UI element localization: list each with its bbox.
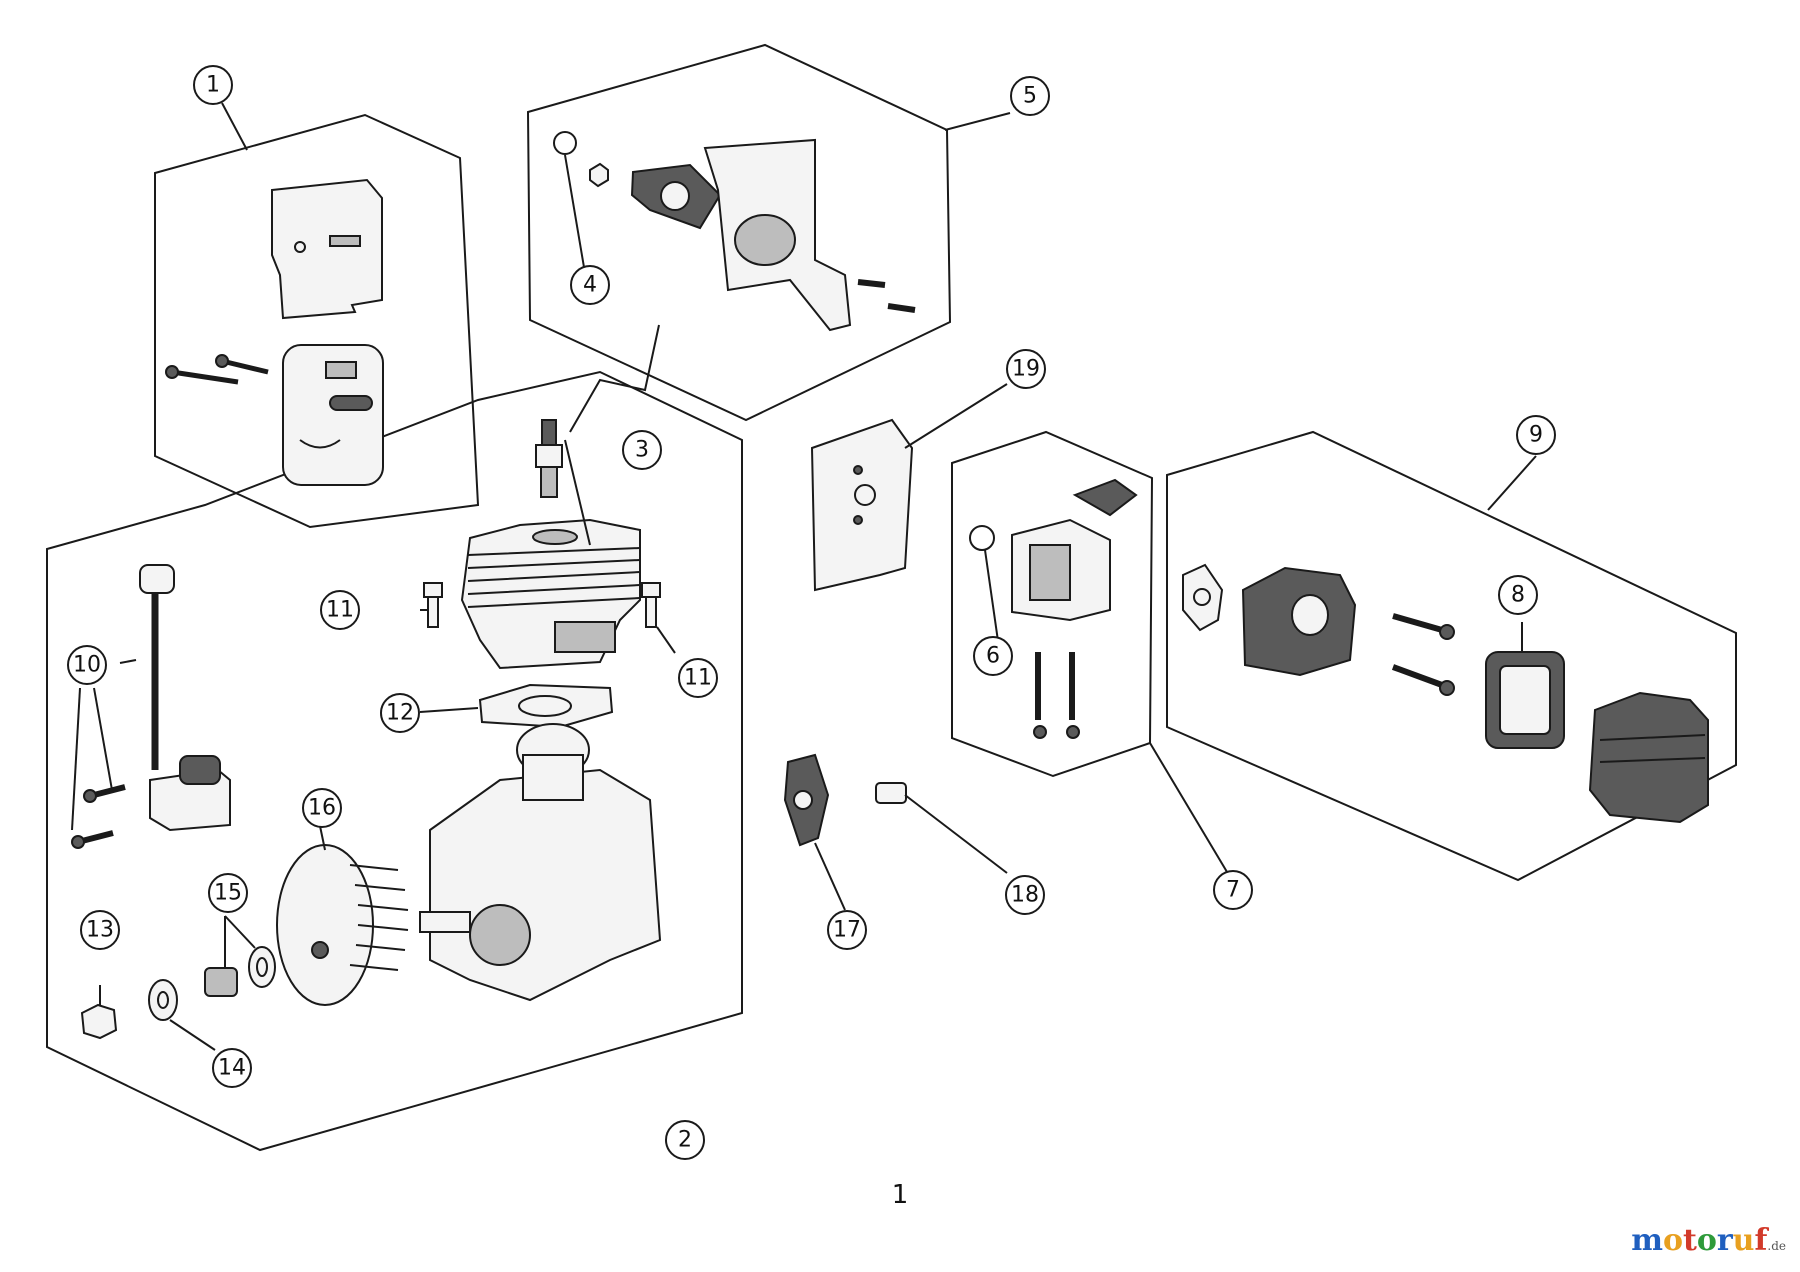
callout-6: 6 xyxy=(973,636,1013,676)
group-outline-muffler xyxy=(154,113,480,529)
svg-text:4: 4 xyxy=(583,273,597,298)
callout-16: 16 xyxy=(302,788,342,828)
primer-bulb xyxy=(783,753,830,847)
air-filter-base xyxy=(1241,566,1357,677)
svg-text:2: 2 xyxy=(678,1128,692,1153)
watermark-letter: m xyxy=(1631,1223,1663,1258)
callout-15: 15 xyxy=(208,873,248,913)
ignition-coil xyxy=(139,564,231,832)
nut-5 xyxy=(589,162,609,188)
callout-5: 5 xyxy=(1010,76,1050,116)
callout-3: 3 xyxy=(622,430,662,470)
watermark-letter: o xyxy=(1662,1223,1683,1258)
group-outline-air-filter xyxy=(1166,430,1737,882)
watermark-letter: u xyxy=(1732,1223,1755,1258)
watermark-logo: motoruf.de xyxy=(1631,1223,1786,1258)
callout-13: 13 xyxy=(80,910,120,950)
callout-12: 12 xyxy=(380,693,420,733)
cylinder-gasket xyxy=(478,683,614,729)
svg-text:3: 3 xyxy=(635,438,649,463)
callout-17: 17 xyxy=(827,910,867,950)
callout-10: 10 xyxy=(67,645,107,685)
svg-text:8: 8 xyxy=(1511,583,1525,608)
svg-text:9: 9 xyxy=(1529,423,1543,448)
o-ring-4 xyxy=(553,131,577,155)
intake-flange xyxy=(630,163,722,230)
carburetor-studs xyxy=(1033,652,1080,739)
svg-text:18: 18 xyxy=(1011,883,1039,908)
heat-shield xyxy=(271,178,383,320)
muffler-bolts xyxy=(165,354,269,385)
flywheel xyxy=(276,844,409,1006)
flywheel-nut xyxy=(80,1003,118,1040)
watermark-suffix: .de xyxy=(1767,1239,1786,1253)
callout-18: 18 xyxy=(1005,875,1045,915)
svg-text:14: 14 xyxy=(218,1056,246,1081)
air-filter-gasket xyxy=(1182,563,1224,632)
watermark-letter: r xyxy=(1716,1223,1733,1258)
callout-8: 8 xyxy=(1498,575,1538,615)
callout-19: 19 xyxy=(1006,349,1046,389)
washer-15 xyxy=(248,946,276,988)
carburetor xyxy=(1011,478,1138,622)
intake-bolts xyxy=(857,279,916,313)
cylinder-bolt-left xyxy=(423,582,443,628)
svg-text:13: 13 xyxy=(86,918,114,943)
leader-lines xyxy=(71,102,1537,1051)
carburetor-gasket xyxy=(810,418,914,592)
callout-1: 1 xyxy=(193,65,233,105)
callout-11-left: 11 xyxy=(320,590,360,630)
svg-text:16: 16 xyxy=(308,796,336,821)
callout-14: 14 xyxy=(212,1048,252,1088)
sleeve xyxy=(204,967,238,997)
air-filter-element xyxy=(1485,651,1565,749)
fitting xyxy=(875,782,907,804)
group-outline-intake-manifold xyxy=(526,43,952,422)
svg-text:10: 10 xyxy=(73,653,101,678)
callout-7: 7 xyxy=(1213,870,1253,910)
callout-9: 9 xyxy=(1516,415,1556,455)
callout-11-right: 11 xyxy=(678,658,718,698)
svg-text:19: 19 xyxy=(1012,357,1040,382)
spark-plug xyxy=(535,419,563,498)
svg-text:1: 1 xyxy=(206,73,220,98)
muffler xyxy=(282,344,384,486)
page-number: 1 xyxy=(891,1180,909,1210)
cylinder xyxy=(460,518,641,670)
o-ring-6 xyxy=(969,525,995,551)
air-filter-cover xyxy=(1588,691,1709,824)
svg-text:15: 15 xyxy=(214,881,242,906)
svg-text:11: 11 xyxy=(684,666,712,691)
group-outline-engine xyxy=(46,370,743,1152)
svg-text:11: 11 xyxy=(326,598,354,623)
svg-text:17: 17 xyxy=(833,918,861,943)
watermark-letter: t xyxy=(1682,1223,1697,1258)
crankcase xyxy=(419,723,662,1002)
svg-text:7: 7 xyxy=(1226,878,1240,903)
watermark-letters: motoruf xyxy=(1631,1223,1767,1258)
svg-text:5: 5 xyxy=(1023,84,1037,109)
callout-4: 4 xyxy=(570,265,610,305)
coil-screws xyxy=(71,784,126,849)
svg-text:12: 12 xyxy=(386,701,414,726)
watermark-letter: f xyxy=(1754,1223,1768,1258)
watermark-letter: o xyxy=(1696,1223,1717,1258)
cylinder-bolt-right xyxy=(641,582,661,628)
air-filter-screws xyxy=(1391,613,1455,696)
callout-2: 2 xyxy=(665,1120,705,1160)
svg-text:6: 6 xyxy=(986,644,1000,669)
washer-14 xyxy=(148,979,178,1021)
intake-shield xyxy=(703,138,852,332)
